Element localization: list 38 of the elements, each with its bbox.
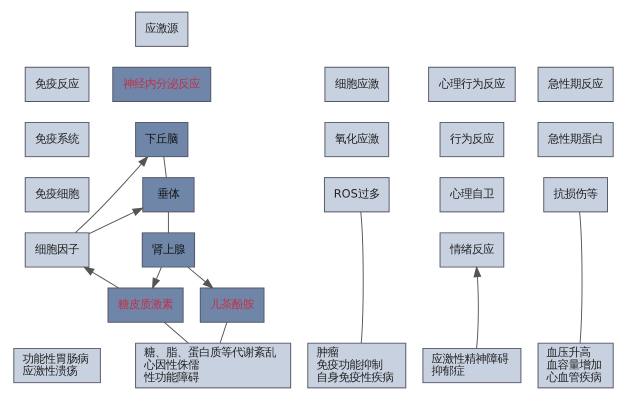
node-box: 心理行为反应 xyxy=(428,66,516,102)
node-box: 氧化应激 xyxy=(324,122,389,158)
connector xyxy=(162,156,166,178)
node-box: 应激性精神障碍 抑郁症 xyxy=(422,348,521,384)
node-box: 儿茶酚胺 xyxy=(199,288,264,323)
node-box: 急性期蛋白 xyxy=(537,122,614,158)
node-box: 肿瘤 免疫功能抑制 自身免疫性疾病 xyxy=(306,342,406,388)
node-box: 垂体 xyxy=(142,177,194,212)
node-box: 免疫反应 xyxy=(24,66,89,102)
node-box: 血压升高 血容量增加 心血管疾病 xyxy=(537,342,614,388)
node-box: 情绪反应 xyxy=(439,232,504,268)
arrow xyxy=(151,266,162,290)
arrow xyxy=(472,266,481,349)
node-box: 下丘脑 xyxy=(134,122,188,158)
node-box: 抗损伤等 xyxy=(542,177,608,212)
arrow xyxy=(74,156,148,234)
node-box: 行为反应 xyxy=(439,122,504,158)
node-box: 神经内分泌反应 xyxy=(112,66,211,102)
node-box: 糖皮质激素 xyxy=(107,288,184,323)
node-box: 肾上腺 xyxy=(141,232,195,268)
node-box: 急性期反应 xyxy=(537,66,614,102)
connector xyxy=(167,212,168,234)
arrow xyxy=(82,266,119,288)
connector xyxy=(578,211,582,344)
connector xyxy=(163,322,188,344)
node-box: ROS过多 xyxy=(323,177,390,212)
node-box: 细胞应激 xyxy=(324,66,389,102)
node-box: 功能性胃肠病 应激性溃疡 xyxy=(12,348,100,384)
arrow xyxy=(186,266,214,289)
arrow xyxy=(88,207,144,234)
node-box: 免疫细胞 xyxy=(24,177,89,212)
node-box: 应激源 xyxy=(134,12,188,47)
node-box: 糖、脂、蛋白质等代谢紊乱 心因性侏儒 性功能障碍 xyxy=(134,342,291,388)
connector xyxy=(219,322,227,344)
node-box: 心理自卫 xyxy=(439,177,504,212)
node-box: 免疫系统 xyxy=(24,122,89,158)
node-box: 细胞因子 xyxy=(24,232,89,268)
connector xyxy=(360,211,364,344)
